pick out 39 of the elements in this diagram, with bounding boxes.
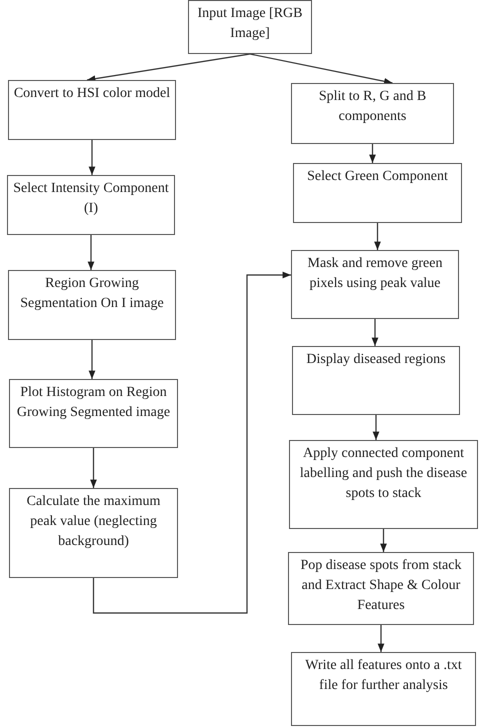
step-text: Split to R, G and B components: [318, 88, 428, 126]
step-text: Region Growing Segmentation On I image: [19, 275, 165, 313]
process-box: [9, 488, 178, 578]
process-box: [291, 652, 476, 726]
arrow: [88, 140, 96, 175]
arrow: [88, 235, 94, 270]
step-text: Write all features onto a .txt file for further analysis: [304, 657, 463, 695]
step-text: Select Intensity Component (I): [12, 180, 170, 218]
arrow: [380, 529, 387, 552]
process-box: [8, 80, 176, 140]
process-box: [9, 379, 178, 448]
arrow: [86, 53, 250, 82]
step-text: Input Image [RGB Image]: [196, 5, 304, 43]
process-box: [8, 270, 176, 340]
process-box: [291, 83, 454, 144]
process-box: [292, 346, 460, 415]
arrow: [92, 272, 291, 614]
step-text: Plot Histogram on Region Growing Segmented image: [16, 384, 172, 422]
arrow: [378, 625, 384, 652]
arrow: [369, 144, 376, 163]
arrow: [88, 340, 96, 379]
arrow: [374, 223, 381, 250]
arrow: [250, 53, 393, 85]
process-box: [291, 250, 459, 319]
process-box: [7, 175, 175, 235]
process-box: [293, 163, 462, 223]
arrow: [90, 448, 97, 488]
step-text: Display diseased regions: [306, 351, 446, 369]
step-text: Pop disease spots from stack and Extract Shape & Colour Features: [300, 557, 462, 615]
step-text: Apply connected component labelling and push the disease spots to stack: [298, 445, 468, 503]
step-text: Select Green Component: [307, 168, 448, 186]
step-text: Convert to HSI color model: [14, 85, 170, 103]
arrow: [372, 415, 380, 440]
step-text: Mask and remove green pixels using peak value: [306, 255, 444, 293]
process-box: [289, 440, 478, 529]
process-box: [188, 0, 312, 54]
process-box: [288, 552, 474, 625]
arrow: [372, 319, 378, 346]
step-text: Calculate the maximum peak value (neglecting background): [26, 493, 162, 551]
